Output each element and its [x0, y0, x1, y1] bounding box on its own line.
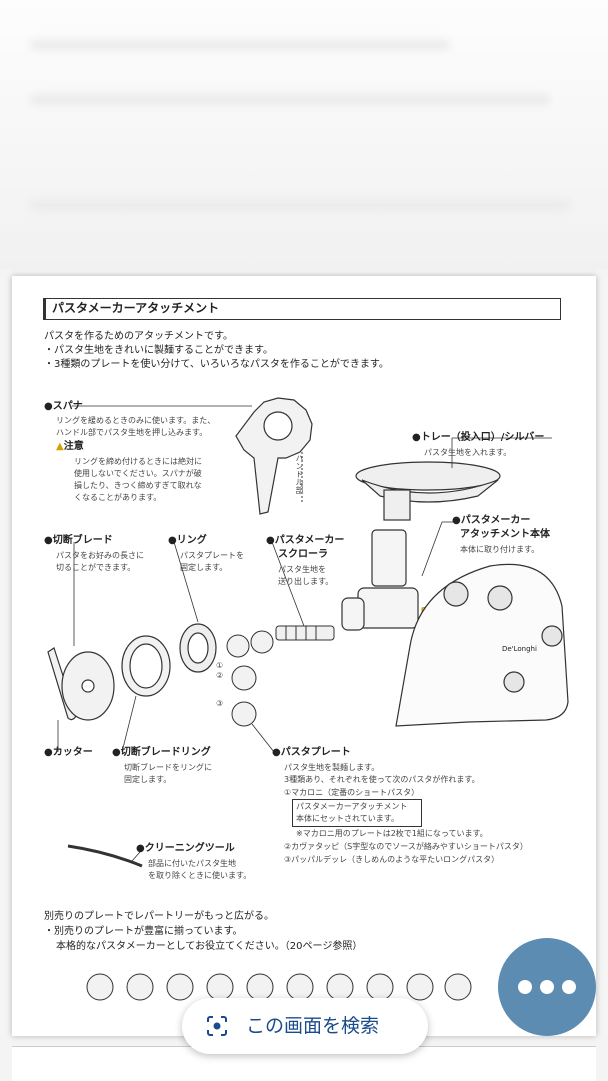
spanner-illustration	[235, 397, 313, 515]
blurred-background	[0, 0, 608, 270]
scroller-illustration	[275, 625, 335, 641]
caution-text: 損したり、きつく締めすぎて取れな	[74, 481, 202, 490]
body-label: ●パスタメーカー	[452, 515, 531, 526]
caution-title: ▲注意	[56, 441, 84, 452]
search-button-label: この画面を検索	[246, 1015, 380, 1037]
plate-desc: パスタ生地を製麺します。	[284, 763, 380, 772]
plate-cavatappi: ②カヴァタッピ（S字型なのでソースが絡みやすいショートパスタ）	[284, 842, 528, 851]
macaroni-note: ※マカロニ用のプレートは2枚で1組になっています。	[296, 829, 488, 838]
more-options-button[interactable]	[498, 938, 596, 1036]
scroller-desc: パスタ生地を	[278, 565, 326, 574]
ring-desc: パスタプレートを	[180, 551, 244, 560]
tray-label: ●トレー（投入口）/シルバー	[412, 432, 545, 443]
scroller-label: ●パスタメーカー	[266, 535, 345, 546]
ring-desc: 固定します。	[180, 563, 228, 572]
machine-illustration	[395, 563, 569, 727]
warning-icon: ▲	[56, 441, 64, 452]
tray-desc: パスタ生地を入れます。	[424, 448, 512, 457]
cleaning-tool-desc: を取り除くときに使います。	[148, 871, 252, 880]
macaroni-box-text: 本体にセットされています。	[296, 814, 399, 823]
optional-line: 別売りのプレートでレパートリーがもっと広がる。	[44, 911, 274, 922]
tray-illustration	[355, 461, 501, 521]
spanner-desc: リングを緩めるときのみに使います。また、	[56, 416, 216, 425]
section-title-box	[43, 298, 561, 320]
intro-line: ・パスタ生地をきれいに製麺することができます。	[44, 345, 273, 356]
caution-text: リングを締め付けるときには絶対に	[74, 457, 202, 466]
intro-line: ・3種類のプレートを使い分けて、いろいろなパスタを作ることができます。	[44, 359, 389, 370]
caution-text: 使用しないでください。スパナが破	[74, 469, 202, 478]
intro-line: パスタを作るためのアタッチメントです。	[44, 331, 233, 342]
blurred-line	[30, 200, 570, 210]
blade-ring-label: ●切断ブレードリング	[112, 747, 211, 758]
plate-label: ●パスタプレート	[272, 747, 351, 758]
cleaning-tool-desc: 部品に付いたパスタ生地	[148, 859, 236, 868]
plate-num: ③	[216, 699, 224, 708]
cutter-label: ●カッター	[44, 747, 93, 758]
plate-pappardelle: ③パッパルデッレ（きしめんのような平たいロングパスタ）	[284, 855, 500, 864]
leader-lines	[57, 405, 552, 862]
dot-icon	[518, 980, 532, 994]
ring-illustration	[179, 623, 217, 673]
plate-num: ②	[216, 671, 224, 680]
optional-line: 本格的なパスタメーカーとしてお役立てください。（20ページ参照）	[56, 941, 363, 952]
blade-ring-illustration	[121, 635, 171, 697]
parts-diagram	[47, 397, 569, 1001]
blurred-line	[30, 40, 450, 50]
macaroni-note-box	[292, 799, 422, 827]
handle-label: ハンドル部	[295, 454, 304, 494]
section-title: パスタメーカーアタッチメント	[52, 301, 220, 315]
spanner-label: ●スパナ	[44, 401, 83, 412]
cutting-blade-desc: パスタをお好みの長さに	[56, 551, 144, 560]
scroller-label: スクローラ	[278, 549, 328, 560]
manual-page: パスタメーカーアタッチメント パスタを作るためのアタッチメントです。 ・パスタ生…	[12, 276, 596, 1036]
lens-icon	[207, 1016, 227, 1036]
attachment-body-illustration	[341, 529, 419, 631]
caution-text: くなることがあります。	[74, 493, 162, 502]
plate-desc: 3種類あり、それぞれを使って次のパスタが作れます。	[284, 775, 480, 784]
cleaning-tool-illustration	[67, 844, 143, 868]
search-screen-button[interactable]: この画面を検索	[182, 998, 428, 1054]
body-label: アタッチメント本体	[460, 529, 550, 540]
optional-plates-row	[86, 973, 472, 1001]
scroller-desc: 送り出します。	[278, 577, 334, 586]
ring-label: ●リング	[168, 535, 207, 546]
dot-icon	[540, 980, 554, 994]
cutting-blade-desc: 切ることができます。	[56, 563, 136, 572]
pasta-plates-illustration	[226, 630, 274, 727]
spanner-desc: ハンドル部でパスタ生地を押し込みます。	[56, 428, 208, 437]
brand-logo: De'Longhi	[502, 645, 537, 653]
plate-num: ①	[216, 661, 224, 670]
blade-ring-desc: 切断ブレードをリングに	[124, 763, 212, 772]
optional-line: ・別売りのプレートが豊富に揃っています。	[44, 926, 243, 937]
dot-icon	[562, 980, 576, 994]
cleaning-tool-label: ●クリーニングツール	[136, 843, 235, 854]
cutter-illustration	[47, 647, 115, 721]
cutting-blade-label: ●切断ブレード	[44, 535, 113, 546]
blade-ring-desc: 固定します。	[124, 775, 172, 784]
plate-macaroni: ①マカロニ（定番のショートパスタ）	[284, 788, 420, 797]
blurred-line	[30, 95, 550, 105]
macaroni-box-text: パスタメーカーアタッチメント	[296, 802, 408, 811]
body-desc: 本体に取り付けます。	[460, 545, 540, 554]
